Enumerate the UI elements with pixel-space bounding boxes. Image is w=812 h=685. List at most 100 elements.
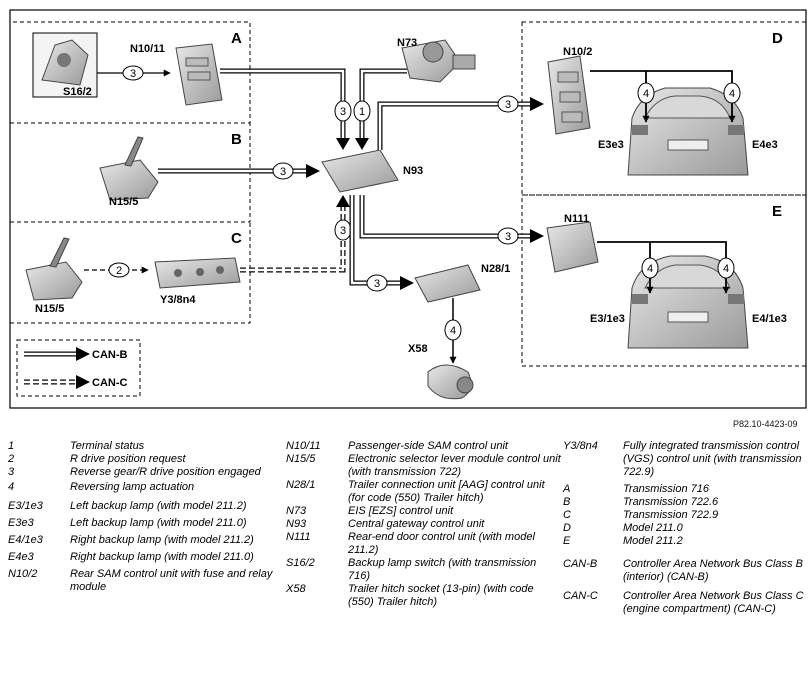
legend-description: Reverse gear/R drive position engaged [70,466,261,478]
svg-text:4: 4 [450,325,456,337]
legend-entry: CAN-C Controller Area Network Bus Class C… [563,590,808,616]
connector-3-n93-top: 3 [334,100,352,122]
legend-key: N15/5 [286,453,316,465]
n10-11-module [175,43,223,106]
can-legend-box [16,339,141,397]
legend-description: Right backup lamp (with model 211.2) [70,534,254,546]
n93-central-gateway [321,149,399,193]
label-e3-1e3: E3/1e3 [590,313,625,325]
legend-description: Reversing lamp actuation [70,481,195,493]
legend-description: Trailer connection unit [AAG] control un… [348,479,545,504]
legend-entry: B Transmission 722.6 [563,496,808,509]
legend-key: A [563,483,571,495]
legend-key: N28/1 [286,479,316,491]
legend-description: Left backup lamp (with model 211.2) [70,500,247,512]
svg-text:3: 3 [374,278,380,290]
legend-description: EIS [EZS] control unit [348,505,454,517]
can-c-legend-label: CAN-C [92,377,127,389]
label-n111: N111 [564,213,589,225]
label-x58: X58 [408,343,428,355]
n15-5-selector-lever-c [25,237,83,301]
section-a-label: A [231,30,242,47]
legend-description: Left backup lamp (with model 211.0) [70,517,247,529]
legend-description: Terminal status [70,440,145,452]
connector-4-e3-1e3: 4 [641,257,659,279]
legend-key: E4e3 [8,551,34,563]
legend-description: R drive position request [70,453,186,465]
section-b-box [10,123,251,223]
legend-key: 3 [8,466,15,478]
connector-4-e4-1e3: 4 [717,257,735,279]
connector-3-to-n28-1: 3 [366,274,388,292]
reference-code: P82.10-4423-09 [733,419,798,429]
connector-4-e4e3: 4 [723,82,741,104]
legend-description: Controller Area Network Bus Class B (int… [623,558,803,583]
legend-key: 4 [8,481,15,493]
legend-description: Model 211.2 [623,535,683,547]
legend-key: C [563,509,571,521]
svg-text:4: 4 [723,263,729,275]
svg-text:3: 3 [130,68,136,80]
label-n28-1: N28/1 [481,263,510,275]
svg-text:4: 4 [729,88,735,100]
legend-description: Transmission 722.6 [623,496,719,508]
legend-key: S16/2 [286,557,315,569]
section-e-label: E [772,203,782,220]
svg-text:3: 3 [505,99,511,111]
can-b-line-n93-to-n111 [359,195,544,243]
connector-3-to-n10-2: 3 [497,95,519,113]
x58-trailer-socket [427,364,474,400]
label-e4-1e3: E4/1e3 [752,313,787,325]
n15-5-selector-lever-b [99,136,159,201]
n10-2-rear-sam-unit [547,55,591,135]
legend-key: N73 [286,505,307,517]
label-y3-8n4: Y3/8n4 [160,294,196,306]
label-e4e3: E4e3 [752,139,778,151]
can-b-line-n93-to-n10-2 [377,97,544,150]
section-c-box [10,222,251,324]
legend-key: B [563,496,571,508]
legend-description: Transmission 716 [623,483,709,495]
can-bus-diagram: A B C D E S16/2 3 N10/11 3 N73 [9,9,807,409]
n111-rear-door-unit [546,221,599,273]
connector-3-b: 3 [272,162,294,180]
legend-key: X58 [286,583,306,595]
n73-eis-unit [401,39,476,83]
connector-3-c: 3 [334,219,352,241]
connector-4-x58: 4 [444,319,462,341]
svg-text:4: 4 [643,88,649,100]
connector-2: 2 [108,262,130,278]
label-n10-11: N10/11 [130,43,165,55]
legend-description: Controller Area Network Bus Class C (eng… [623,590,804,615]
legend-description: Trailer hitch socket (13-pin) (with code… [348,583,534,608]
svg-text:3: 3 [340,225,346,237]
svg-text:3: 3 [505,231,511,243]
connector-1: 1 [353,100,371,122]
legend-entry: N73 EIS [EZS] control unit [286,505,561,518]
legend-entry: X58 Trailer hitch socket (13-pin) (with c… [286,583,561,609]
legend-entry: N28/1 Trailer connection unit [AAG] contr… [286,479,561,505]
connector-3-a: 3 [122,65,144,81]
legend-key: D [563,522,571,534]
legend-key: N10/11 [286,440,321,452]
label-e3e3: E3e3 [598,139,624,151]
legend-key: E3e3 [8,517,34,529]
can-b-line-n15-5-to-n93 [158,164,320,178]
svg-text:3: 3 [280,166,286,178]
legend-key: CAN-C [563,590,598,602]
legend-entry: 3 Reverse gear/R drive position engaged [8,466,278,479]
